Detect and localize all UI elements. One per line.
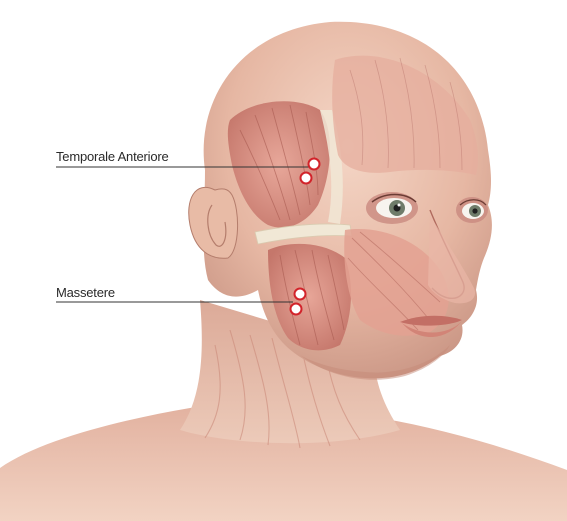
left-eye [366, 192, 418, 224]
right-eye [456, 197, 488, 223]
massetere-marker-lower [291, 304, 302, 315]
temporale-marker-lower [301, 173, 312, 184]
massetere-marker-upper [295, 289, 306, 300]
massetere-label: Massetere [56, 285, 115, 300]
ear [189, 187, 238, 258]
temporale-marker-upper [309, 159, 320, 170]
temporale-anteriore-label: Temporale Anteriore [56, 149, 169, 164]
